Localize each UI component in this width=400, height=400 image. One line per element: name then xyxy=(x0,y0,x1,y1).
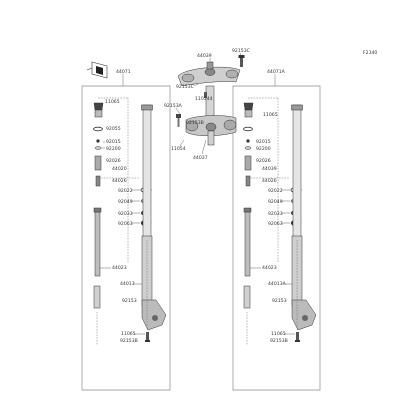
right-outer-label: 44013A xyxy=(268,281,287,287)
left-spring-top-label: 44020 xyxy=(112,166,127,172)
right-pin xyxy=(246,139,250,143)
bottom-clamp xyxy=(185,115,237,146)
left-spring-seat-label: 92026 xyxy=(106,158,121,164)
top-clamp-label: 44039 xyxy=(197,53,212,59)
right-ring-1-label: 92022 xyxy=(268,188,283,194)
tc-nut-label: 92153A xyxy=(164,103,183,109)
tc-bolt-a-label: 92153C xyxy=(176,84,194,90)
right-cap-label: 11065 xyxy=(263,112,278,118)
left-ring-4-label: 92063 xyxy=(118,221,133,227)
left-pin-label: 92015 xyxy=(106,139,121,145)
left-washer-label: 92200 xyxy=(106,146,121,152)
right-spring-top-label: 44039 xyxy=(262,166,277,172)
left-oring-label: 92055 xyxy=(106,126,121,132)
right-screw xyxy=(295,332,300,342)
right-inner-tube xyxy=(291,104,303,241)
left-ring-3-label: 92033 xyxy=(118,211,133,217)
tc-bolt-label: 92153C xyxy=(232,48,250,54)
left-adjuster-label: 44026 xyxy=(112,178,127,184)
left-damper-label: 44023 xyxy=(112,265,127,271)
right-adjuster xyxy=(245,175,251,187)
front-direction-icon xyxy=(86,61,108,79)
left-cap-label: 11065 xyxy=(105,99,120,105)
right-washer xyxy=(244,146,252,150)
right-assembly-label: 44071A xyxy=(267,69,286,75)
tc-nut xyxy=(176,114,181,127)
left-damper-sleeve xyxy=(93,285,101,309)
left-damper-rod xyxy=(94,211,101,277)
right-spring-seat xyxy=(244,155,252,171)
bc-plate-label: 11054 xyxy=(171,146,186,152)
left-outer-label: 44013 xyxy=(120,281,135,287)
right-cap-bottom-label: 11065 xyxy=(271,331,286,337)
left-fork-frame xyxy=(81,85,171,391)
diagram-code: F2340 xyxy=(363,50,377,56)
top-clamp xyxy=(177,61,241,87)
left-oring xyxy=(93,126,103,132)
right-cap xyxy=(243,102,254,118)
left-inner-tube xyxy=(141,104,153,241)
left-assembly-label: 44071 xyxy=(116,69,131,75)
left-ring-2-label: 92049 xyxy=(118,199,133,205)
right-spring-seat-label: 92026 xyxy=(256,158,271,164)
left-screw xyxy=(145,332,150,342)
tc-bolt xyxy=(238,55,245,67)
bottom-clamp-label: 44037 xyxy=(193,155,208,161)
right-fork-frame xyxy=(232,85,321,391)
left-screw-label: 92153B xyxy=(120,338,138,344)
bc-bolt-label: 92153B xyxy=(186,120,204,126)
right-axle-bolt-label: 92153 xyxy=(272,298,287,304)
left-adjuster xyxy=(95,175,101,187)
right-outer-tube xyxy=(291,235,317,331)
right-adjuster-label: 44026 xyxy=(262,178,277,184)
right-ring-2-label: 92049 xyxy=(268,199,283,205)
right-damper-label: 44023 xyxy=(262,265,277,271)
right-oring xyxy=(243,126,253,132)
left-washer xyxy=(94,146,102,150)
left-ring-1-label: 92022 xyxy=(118,188,133,194)
left-axle-bolt-label: 92153 xyxy=(122,298,137,304)
stem xyxy=(204,85,215,121)
left-cap xyxy=(93,102,104,118)
right-pin-label: 92015 xyxy=(256,139,271,145)
left-pin xyxy=(96,139,100,143)
right-screw-label: 92153B xyxy=(270,338,288,344)
left-cap-bottom-label: 11065 xyxy=(121,331,136,337)
right-damper-rod xyxy=(244,211,251,277)
right-ring-4-label: 92063 xyxy=(268,221,283,227)
left-spring-seat xyxy=(94,155,102,171)
right-washer-label: 92200 xyxy=(256,146,271,152)
right-ring-3-label: 92033 xyxy=(268,211,283,217)
cap-nut-label: 110544 xyxy=(195,96,213,102)
right-damper-sleeve xyxy=(243,285,251,309)
left-outer-tube xyxy=(141,235,167,331)
